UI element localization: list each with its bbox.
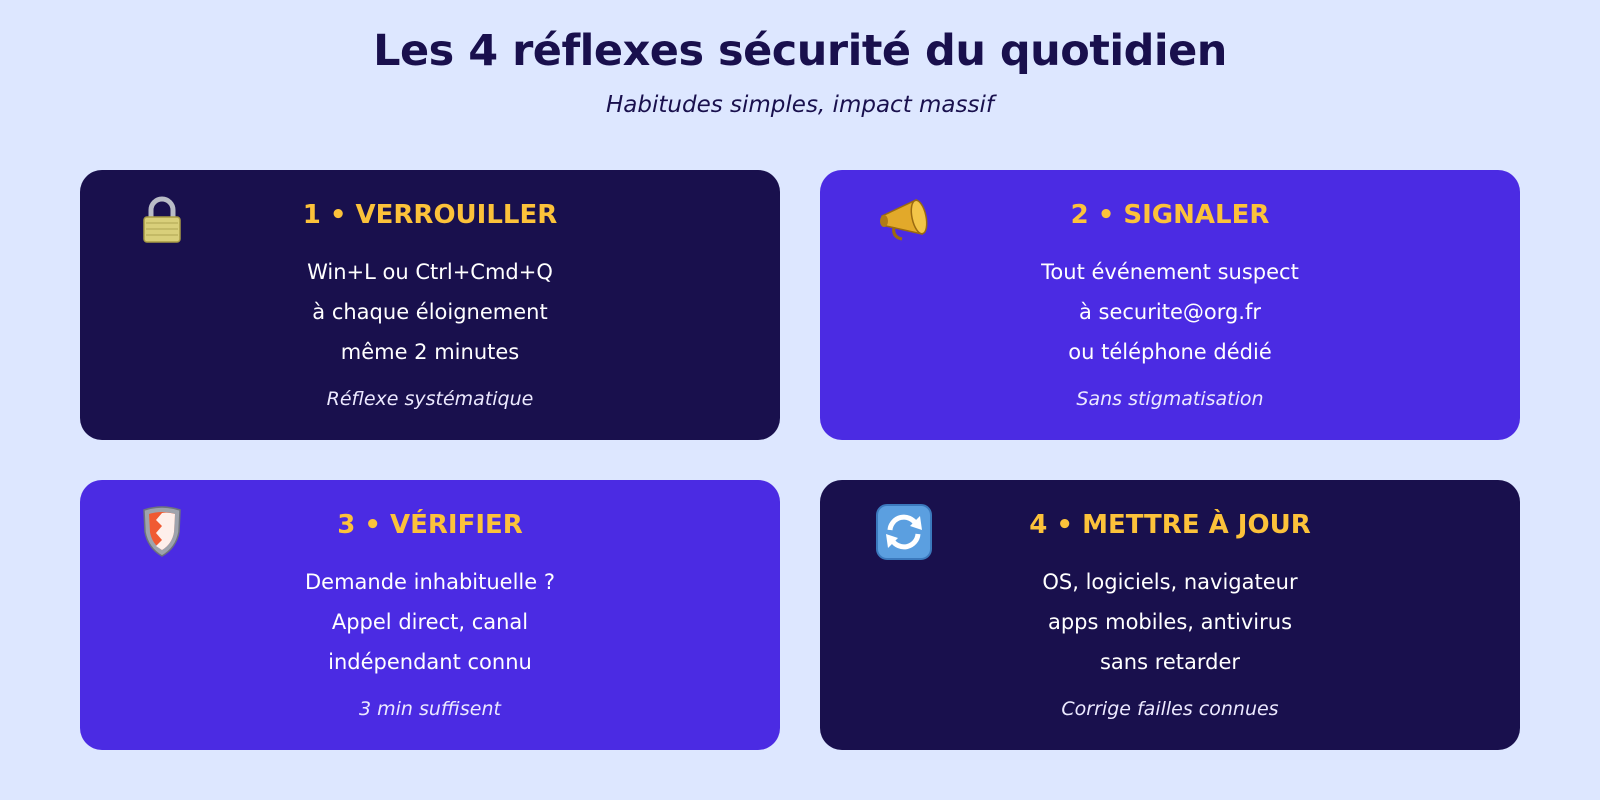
- card-line: OS, logiciels, navigateur: [1042, 570, 1298, 594]
- card-line: à securite@org.fr: [1078, 300, 1262, 324]
- card-title: 3 • VÉRIFIER: [337, 510, 523, 540]
- card-verifier: 3 • VÉRIFIER Demande inhabituelle ? Appe…: [80, 480, 780, 750]
- card-line: à chaque éloignement: [312, 300, 548, 324]
- padlock-icon: [136, 194, 188, 246]
- card-title: 2 • SIGNALER: [1070, 200, 1270, 230]
- card-note: 3 min suffisent: [358, 698, 501, 720]
- card-verrouiller: 1 • VERROUILLER Win+L ou Ctrl+Cmd+Q à ch…: [80, 170, 780, 440]
- card-line: ou téléphone dédié: [1068, 340, 1272, 364]
- card-signaler: 2 • SIGNALER Tout événement suspect à se…: [820, 170, 1520, 440]
- refresh-icon: [876, 504, 932, 560]
- card-title: 1 • VERROUILLER: [302, 200, 558, 230]
- card-note: Corrige failles connues: [1061, 698, 1279, 720]
- card-body: Demande inhabituelle ? Appel direct, can…: [80, 562, 780, 682]
- card-line: sans retarder: [1099, 650, 1241, 674]
- card-body: Tout événement suspect à securite@org.fr…: [820, 252, 1520, 372]
- page-subtitle: Habitudes simples, impact massif: [606, 92, 994, 118]
- page-title: Les 4 réflexes sécurité du quotidien: [373, 26, 1227, 76]
- card-line: apps mobiles, antivirus: [1047, 610, 1293, 634]
- card-line: indépendant connu: [328, 650, 532, 674]
- card-body: OS, logiciels, navigateur apps mobiles, …: [820, 562, 1520, 682]
- card-line: même 2 minutes: [340, 340, 520, 364]
- shield-icon: [136, 504, 188, 557]
- card-line: Appel direct, canal: [331, 610, 529, 634]
- card-note: Sans stigmatisation: [1076, 388, 1264, 410]
- card-note: Réflexe systématique: [326, 388, 534, 410]
- card-line: Demande inhabituelle ?: [304, 570, 555, 594]
- card-title: 4 • METTRE À JOUR: [1029, 510, 1311, 540]
- megaphone-icon: [876, 194, 928, 246]
- card-mettre-a-jour: 4 • METTRE À JOUR OS, logiciels, navigat…: [820, 480, 1520, 750]
- card-body: Win+L ou Ctrl+Cmd+Q à chaque éloignement…: [80, 252, 780, 372]
- card-line: Tout événement suspect: [1041, 260, 1299, 284]
- card-line: Win+L ou Ctrl+Cmd+Q: [307, 260, 553, 284]
